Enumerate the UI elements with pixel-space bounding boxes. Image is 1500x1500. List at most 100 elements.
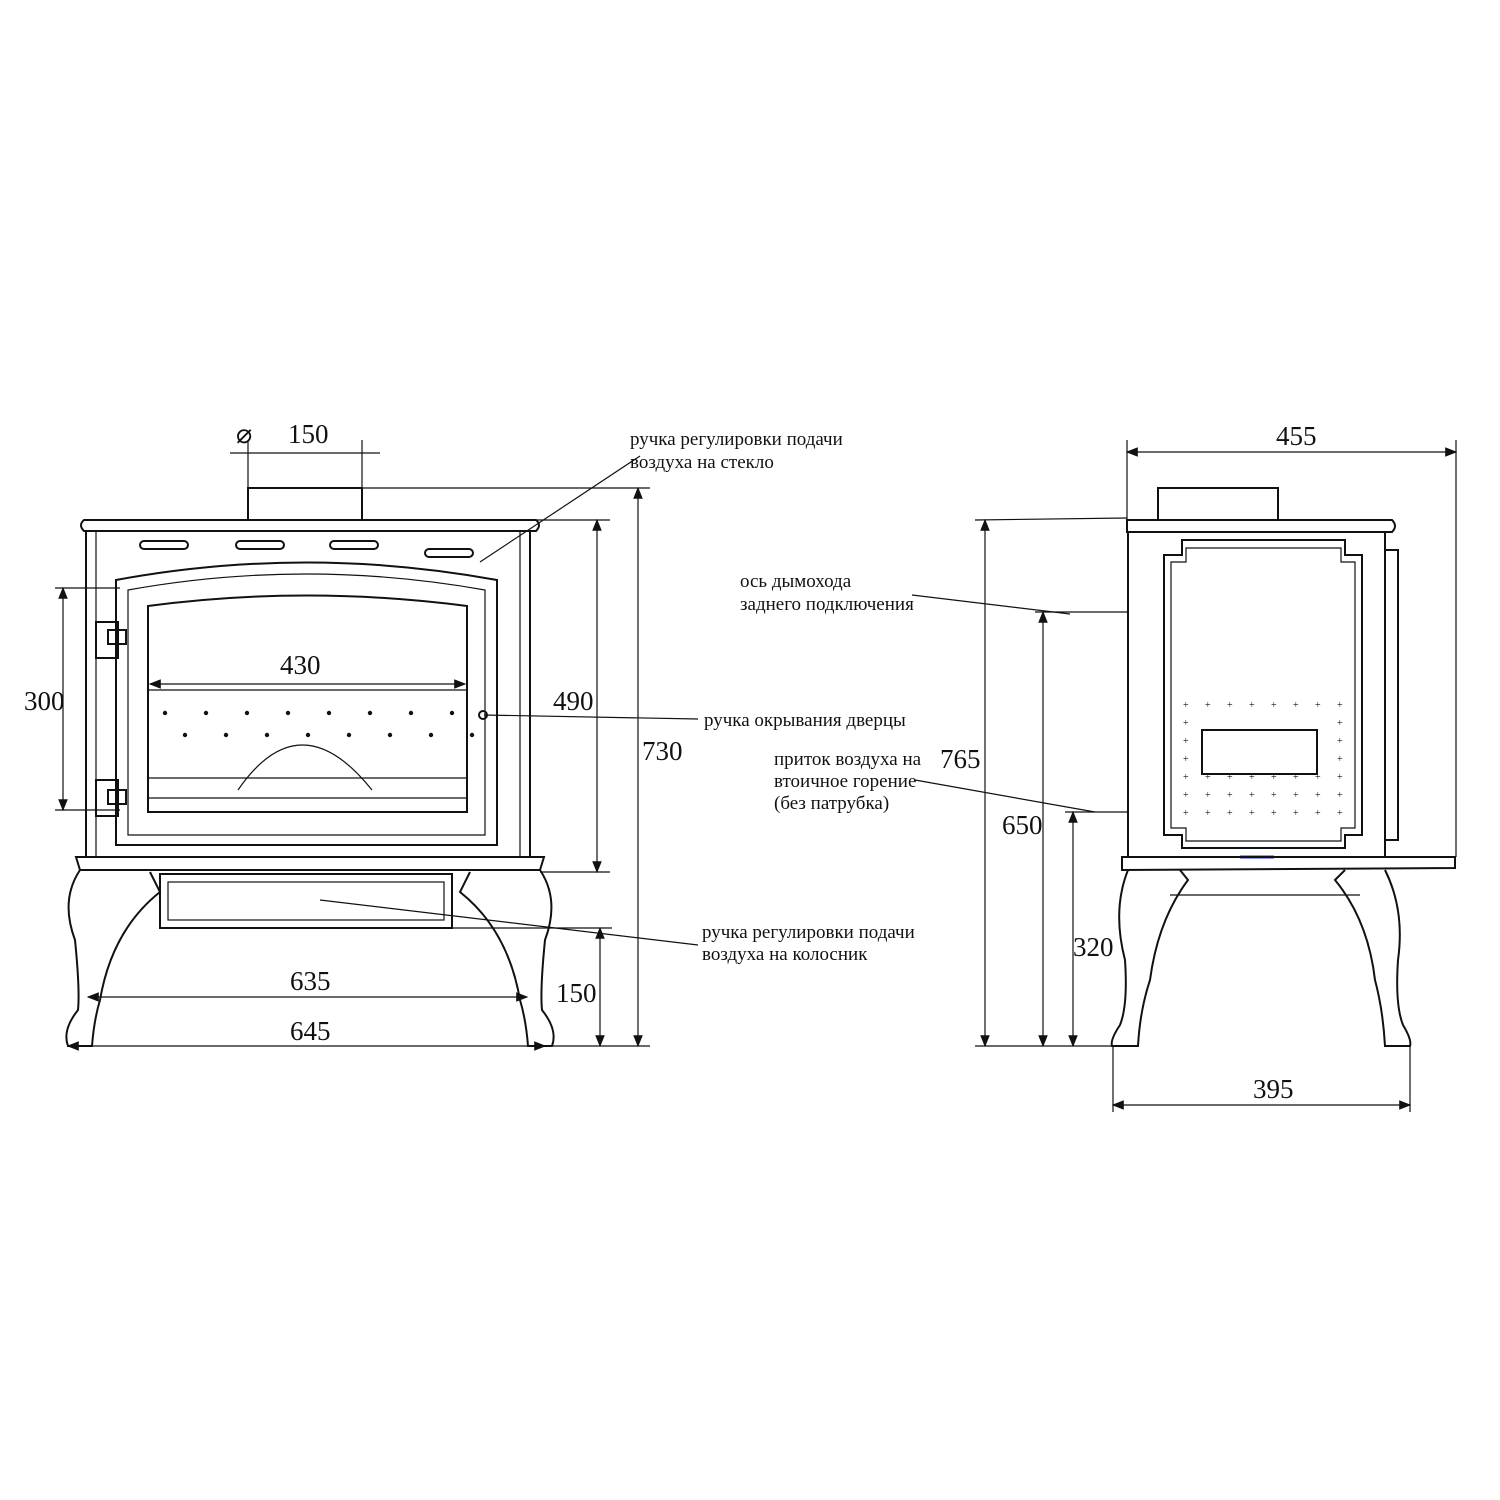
plus-mark: +	[1227, 772, 1233, 783]
left-leg	[65, 869, 162, 1047]
diameter-symbol: ⌀	[236, 419, 252, 449]
dim-body-height: 490	[553, 686, 594, 716]
dot	[428, 732, 434, 738]
side-shelf	[1121, 856, 1456, 872]
dot	[449, 710, 455, 716]
plus-mark: +	[1249, 772, 1255, 783]
dim-secondary-air-height: 320	[1073, 932, 1114, 962]
plus-mark: +	[1293, 808, 1299, 819]
dim-ash-drawer-height: 150	[556, 978, 597, 1008]
plus-mark: +	[1205, 772, 1211, 783]
plus-mark: +	[1315, 700, 1321, 711]
dim-side-depth: 455	[1276, 421, 1317, 451]
dot	[469, 732, 475, 738]
glass-dots	[162, 710, 475, 738]
plus-mark: +	[1183, 808, 1189, 819]
side-dimensions	[911, 440, 1458, 1112]
plus-mark: +	[1249, 790, 1255, 801]
dot	[162, 710, 168, 716]
dot	[223, 732, 229, 738]
plus-mark: +	[1337, 808, 1343, 819]
plus-mark: +	[1271, 790, 1277, 801]
note-rear-flue-2: заднего подключения	[740, 594, 914, 615]
dim-total-height: 730	[642, 736, 683, 766]
note-secondary-air-2: втоичное горение	[774, 771, 916, 792]
dot	[367, 710, 373, 716]
plus-mark: +	[1315, 772, 1321, 783]
side-panel-dots: + + + + + + + + + + + + + + + + + + + + + + + + + + + + + + + + + + + + + +	[1183, 700, 1343, 819]
plus-mark: +	[1315, 790, 1321, 801]
plus-mark: +	[1227, 808, 1233, 819]
side-view: + + + + + + + + + + + + + + + + + + + + + + + + + + + + + + + + + + + + + +	[1110, 487, 1456, 1047]
front-view	[65, 487, 555, 1047]
plus-mark: +	[1227, 790, 1233, 801]
plus-mark: +	[1183, 772, 1189, 783]
plus-mark: +	[1205, 700, 1211, 711]
right-leg	[458, 869, 555, 1047]
plus-mark: +	[1271, 700, 1277, 711]
side-flue-pipe	[1157, 487, 1279, 521]
note-rear-flue-1: ось дымохода	[740, 571, 852, 592]
top-vents	[139, 540, 474, 558]
dot	[203, 710, 209, 716]
plus-mark: +	[1183, 790, 1189, 801]
dim-firebox-width: 430	[280, 650, 321, 680]
note-secondary-air-1: приток воздуха на	[774, 749, 922, 770]
plus-mark: +	[1293, 700, 1299, 711]
plus-mark: +	[1205, 790, 1211, 801]
dot	[244, 710, 250, 716]
note-secondary-air-3: (без патрубка)	[774, 793, 889, 814]
side-air-slot	[1201, 729, 1318, 775]
dot	[346, 732, 352, 738]
plus-mark: +	[1249, 808, 1255, 819]
plus-mark: +	[1293, 790, 1299, 801]
dim-leg-span: 635	[290, 966, 331, 996]
stove-body	[85, 530, 531, 858]
ash-drawer	[159, 873, 453, 929]
plus-mark: +	[1337, 790, 1343, 801]
plus-mark: +	[1337, 772, 1343, 783]
dim-leg-depth: 395	[1253, 1074, 1294, 1104]
plus-mark: +	[1183, 700, 1189, 711]
dot	[408, 710, 414, 716]
dot	[182, 732, 188, 738]
plus-mark: +	[1183, 736, 1189, 747]
door-glass	[147, 594, 468, 813]
dim-flue-diameter: 150	[288, 419, 329, 449]
top-plate	[80, 519, 540, 532]
base-plinth	[74, 856, 546, 871]
plus-mark: +	[1271, 772, 1277, 783]
flue-pipe	[247, 487, 363, 521]
dot	[264, 732, 270, 738]
note-door-handle: ручка окрывания дверцы	[704, 710, 906, 731]
door-hinges	[95, 621, 127, 817]
dim-rear-flue-height: 650	[1002, 810, 1043, 840]
side-body	[1127, 531, 1386, 858]
note-grate-air-2: воздуха на колосник	[702, 944, 868, 965]
front-dimensions	[55, 440, 699, 1051]
note-grate-air-1: ручка регулировки подачи	[702, 922, 915, 943]
plus-mark: +	[1249, 700, 1255, 711]
plus-mark: +	[1293, 772, 1299, 783]
plus-mark: +	[1271, 808, 1277, 819]
dim-total-width: 645	[290, 1016, 331, 1046]
plus-mark: +	[1315, 808, 1321, 819]
plus-mark: +	[1227, 700, 1233, 711]
plus-mark: +	[1337, 700, 1343, 711]
plus-mark: +	[1337, 754, 1343, 765]
plus-mark: +	[1205, 808, 1211, 819]
door-frame	[115, 561, 498, 846]
plus-mark: +	[1337, 736, 1343, 747]
dot	[387, 732, 393, 738]
plus-mark: +	[1337, 718, 1343, 729]
dim-side-total-height: 765	[940, 744, 981, 774]
note-glass-air-2: воздуха на стекло	[630, 452, 774, 473]
plus-mark: +	[1183, 718, 1189, 729]
dot	[326, 710, 332, 716]
plus-mark: +	[1183, 754, 1189, 765]
dot	[285, 710, 291, 716]
side-panel	[1163, 539, 1363, 849]
dim-door-height: 300	[24, 686, 65, 716]
